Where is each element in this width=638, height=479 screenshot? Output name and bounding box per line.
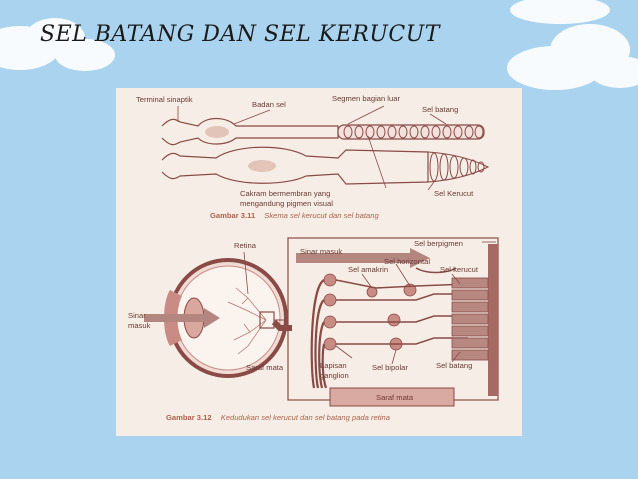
label-sel-horizontal: Sel horizontal — [384, 257, 430, 266]
label-sel-berpigmen: Sel berpigmen — [414, 239, 463, 248]
label-saraf-mata-box: Saraf mata — [376, 393, 414, 402]
caption-312-text: Kedudukan sel kerucut dan sel batang pad… — [221, 413, 390, 422]
cloud-corner — [510, 0, 610, 24]
caption-figure-311: Gambar 3.11 Skema sel kerucut dan sel ba… — [210, 203, 379, 222]
label-masuk: masuk — [128, 321, 151, 330]
caption-311-text: Skema sel kerucut dan sel batang — [264, 211, 379, 220]
label-terminal-sinaptik: Terminal sinaptik — [136, 95, 193, 104]
saraf-mata-box — [329, 387, 455, 407]
caption-figure-312: Gambar 3.12 Kedudukan sel kerucut dan se… — [166, 405, 390, 424]
label-cakram-1: Cakram bermembran yang — [240, 189, 330, 198]
slide-title: SEL BATANG DAN SEL KERUCUT — [40, 22, 440, 47]
label-sel-batang-2: Sel batang — [436, 361, 472, 370]
rod-outer-segment — [337, 124, 485, 140]
rod-cell — [161, 117, 485, 146]
label-sel-kerucut-1: Sel Kerucut — [434, 189, 474, 198]
figure-diagram: Terminal sinaptik Badan sel Segmen bagia… — [128, 94, 499, 424]
pigment-layer — [488, 244, 498, 396]
label-saraf-mata-eye: Saraf mata — [246, 363, 284, 372]
label-cakram-2: mengandung pigmen visual — [240, 199, 333, 208]
label-sinar: Sinar — [128, 311, 146, 320]
caption-312-number: Gambar 3.12 — [166, 413, 212, 422]
label-badan-sel: Badan sel — [252, 100, 286, 109]
cone-nucleus — [248, 160, 276, 172]
light-arrowhead-eye — [204, 308, 220, 328]
label-lapisan: Lapisan — [320, 361, 347, 370]
rod-nucleus — [205, 126, 229, 138]
cloud-top-left — [0, 18, 115, 71]
label-sel-batang-1: Sel batang — [422, 105, 458, 114]
label-ganglion: ganglion — [320, 371, 349, 380]
cloud-top-right — [507, 24, 638, 90]
cone-cell — [161, 146, 490, 185]
sinar-masuk-arrowhead — [410, 248, 430, 268]
label-segmen-bagian-luar: Segmen bagian luar — [332, 94, 400, 103]
label-sel-kerucut-2: Sel kerucut — [440, 265, 479, 274]
label-sinar-masuk-arrow: Sinar masuk — [300, 247, 342, 256]
label-sel-amakrin: Sel amakrin — [348, 265, 388, 274]
eyeball — [144, 258, 292, 378]
figure-panel: Terminal sinaptik Badan sel Segmen bagia… — [116, 88, 522, 436]
label-retina: Retina — [234, 241, 257, 250]
retina-section — [287, 237, 499, 407]
caption-311-number: Gambar 3.11 — [210, 211, 256, 220]
label-sel-bipolar: Sel bipolar — [372, 363, 408, 372]
